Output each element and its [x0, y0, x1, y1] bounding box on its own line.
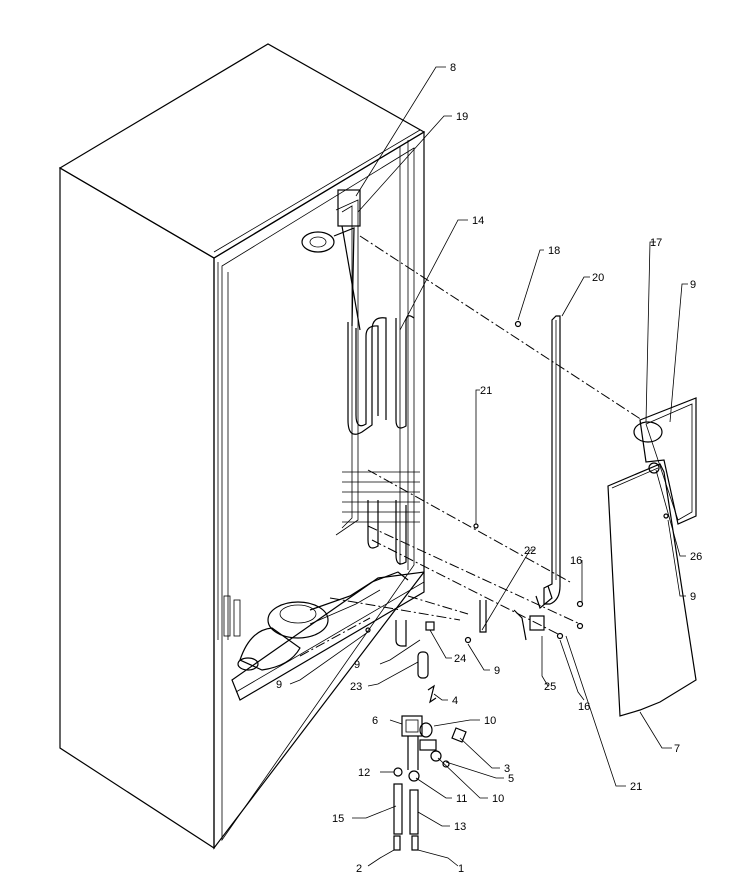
callout-13: 13: [454, 821, 466, 833]
bracket: [479, 585, 553, 641]
callout-17: 17: [650, 237, 662, 249]
callout-15: 15: [332, 813, 344, 825]
callout-20: 20: [592, 272, 604, 284]
callout-24: 24: [454, 653, 466, 665]
callout-9-left: 9: [354, 659, 360, 671]
callout-2: 2: [356, 863, 362, 875]
callout-18: 18: [548, 245, 560, 257]
callout-1: 1: [458, 863, 464, 875]
callout-6: 6: [372, 715, 378, 727]
compressor-area: [223, 571, 409, 671]
callout-21-lower: 21: [630, 781, 642, 793]
callout-9-upper: 9: [690, 279, 696, 291]
valve-assembly: [393, 715, 467, 851]
leader-lines: [289, 66, 688, 867]
callout-3: 3: [504, 763, 510, 775]
callout-26: 26: [690, 551, 702, 563]
drain-tube: [543, 315, 561, 605]
back-cover-plate: [633, 397, 697, 525]
callout-19: 19: [456, 111, 468, 123]
callout-7: 7: [674, 743, 680, 755]
callout-10-upper: 10: [484, 715, 496, 727]
cabinet: [58, 43, 426, 850]
callout-9-base: 9: [276, 679, 282, 691]
callout-16-lower: 16: [578, 701, 590, 713]
condenser-coil: [301, 189, 420, 565]
callout-10-lower: 10: [492, 793, 504, 805]
callout-5: 5: [508, 773, 514, 785]
callout-14: 14: [472, 215, 484, 227]
callout-23: 23: [350, 681, 362, 693]
explode-lines: [299, 235, 643, 657]
callout-25: 25: [544, 681, 556, 693]
callout-16-upper: 16: [570, 555, 582, 567]
callout-8: 8: [450, 62, 456, 74]
callout-9-right: 9: [690, 591, 696, 603]
callout-9-bracket: 9: [494, 665, 500, 677]
callout-11: 11: [456, 793, 467, 805]
callout-21-upper: 21: [480, 385, 492, 397]
callout-12: 12: [358, 767, 370, 779]
callout-4: 4: [452, 695, 458, 707]
access-panel: [607, 462, 697, 717]
callouts: 8 19 14 18 20 17 9 21 22 16 26 9 9 9 24 …: [276, 62, 702, 875]
callout-22: 22: [524, 545, 536, 557]
